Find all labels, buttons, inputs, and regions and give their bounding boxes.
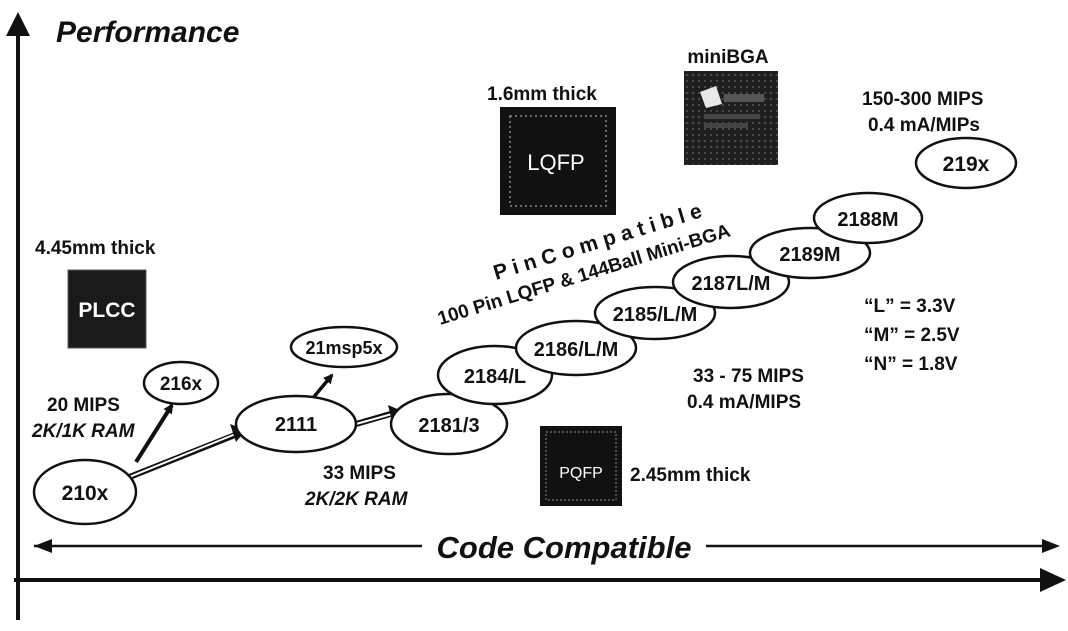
chip-2186: 2186/L/M	[514, 319, 638, 377]
note-ram2: 2K/2K RAM	[304, 489, 409, 510]
chip-label: 2187L/M	[692, 273, 771, 295]
y-axis-label: Performance	[56, 16, 239, 49]
package-lqfp: 1.6mm thick LQFP	[487, 84, 616, 215]
chip-label: 2184/L	[464, 366, 526, 388]
logo-icon	[700, 86, 722, 108]
chip-21msp5x: 21msp5x	[289, 325, 399, 369]
note-mips33-75: 33 - 75 MIPS	[693, 366, 804, 387]
chip-label: 2181/3	[418, 415, 479, 437]
package-caption: 2.45mm thick	[630, 465, 751, 486]
chip-label: 2186/L/M	[534, 339, 618, 361]
chip-label: 216x	[160, 374, 203, 395]
package-caption: miniBGA	[687, 47, 769, 68]
package-chip-text: LQFP	[527, 150, 584, 175]
note-ma-mips2: 0.4 mA/MIPs	[868, 115, 980, 136]
note-mips20: 20 MIPS	[47, 395, 120, 416]
chip-219x: 219x	[914, 136, 1018, 190]
voltage-l: “L” = 3.3V	[864, 296, 956, 317]
chip-label: 2189M	[779, 244, 840, 266]
y-axis	[6, 12, 30, 620]
x-axis-label: Code Compatible	[437, 530, 692, 565]
chip-label: 219x	[943, 153, 990, 176]
package-chip-text: PLCC	[78, 299, 135, 322]
chip-label: 2188M	[837, 209, 898, 231]
package-minibga: miniBGA	[684, 47, 778, 165]
chip-label: 2185/L/M	[613, 304, 697, 326]
chip-216x: 216x	[142, 360, 220, 406]
chip-2111: 2111	[234, 394, 358, 454]
note-mips150: 150-300 MIPS	[862, 89, 983, 110]
package-caption: 4.45mm thick	[35, 238, 156, 259]
package-pqfp: PQFP 2.45mm thick	[540, 426, 751, 506]
package-chip-text: PQFP	[559, 465, 603, 482]
chip-2181: 2181/3	[389, 392, 509, 456]
note-ram1: 2K/1K RAM	[31, 421, 136, 442]
voltage-m: “M” = 2.5V	[864, 325, 960, 346]
chip-label: 2111	[275, 414, 317, 436]
voltage-n: “N” = 1.8V	[864, 354, 958, 375]
code-compatible-arrow	[34, 539, 1060, 553]
package-caption: 1.6mm thick	[487, 84, 597, 105]
chip-2185: 2185/L/M	[593, 285, 717, 341]
chip-2188: 2188M	[812, 191, 924, 245]
chip-label: 210x	[62, 482, 109, 505]
arrow-210x-216x	[134, 403, 174, 464]
chip-label: 21msp5x	[305, 338, 382, 358]
chip-210x: 210x	[32, 458, 138, 526]
x-axis	[14, 568, 1066, 592]
note-mips33: 33 MIPS	[323, 463, 396, 484]
package-plcc: 4.45mm thick PLCC	[35, 238, 156, 349]
chip-2187: 2187L/M	[671, 254, 791, 310]
note-ma-mips: 0.4 mA/MIPS	[687, 392, 801, 413]
